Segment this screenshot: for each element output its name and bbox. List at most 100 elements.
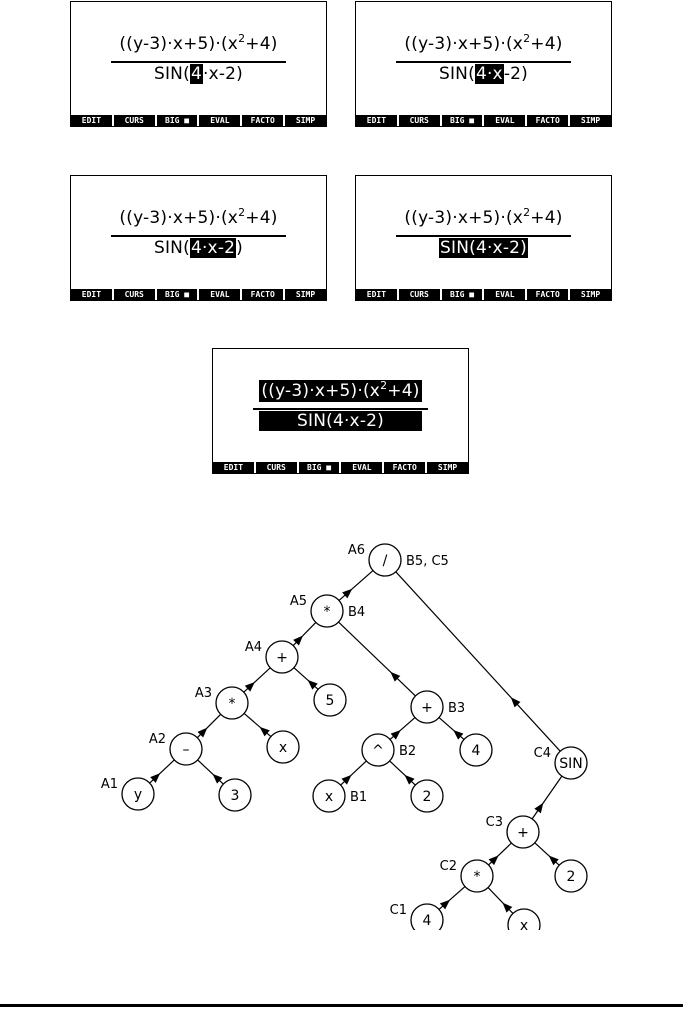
menu-facto[interactable]: FACTO [384,462,426,473]
menu-eval[interactable]: EVAL [484,289,526,300]
node-label: A4 [245,640,262,655]
node-symbol: * [474,869,481,885]
menu-curs[interactable]: CURS [255,462,297,473]
tree-edge [338,570,374,601]
denominator: SIN(4·x-2) [213,411,468,431]
node-symbol: + [517,825,529,841]
menu-curs[interactable]: CURS [398,289,440,300]
soft-menu: EDIT CURS BIG ■ EVAL FACTO SIMP [71,115,326,126]
node-symbol: + [276,650,288,666]
edge-arrow [259,726,270,737]
node-label: A2 [149,732,166,747]
fraction-bar [253,408,428,410]
numerator: ((y-3)·x+5)·(x2+4) [404,32,563,54]
menu-eval[interactable]: EVAL [199,289,241,300]
menu-big[interactable]: BIG ■ [156,289,198,300]
menu-edit[interactable]: EDIT [356,115,397,126]
menu-edit[interactable]: EDIT [356,289,397,300]
selection-highlight: 4·x [474,64,504,84]
node-label: A3 [195,686,212,701]
node-symbol: / [383,553,388,569]
edge-arrow [404,774,415,785]
calc-screen-4: ((y-3)·x+5)·(x2+4) SIN(4·x-2) EDIT CURS … [355,175,612,301]
menu-edit[interactable]: EDIT [213,462,254,473]
selection-highlight: ((y-3)·x+5)·(x2+4) [259,379,422,402]
tree-node-pow: ^B2 [361,733,416,767]
numerator: ((y-3)·x+5)·(x2+4) [119,32,278,54]
node-symbol: SIN [559,756,583,772]
node-label-right: B1 [350,790,367,805]
denominator: SIN(4·x-2) [356,238,611,258]
tree-node-y: yA1 [101,777,155,811]
equation: ((y-3)·x+5)·(x2+4) SIN(4·x-2) [71,206,326,266]
node-label-right: B5, C5 [406,554,449,569]
equation: ((y-3)·x+5)·(x2+4) SIN(4·x-2) [71,32,326,92]
node-label-right: B3 [448,701,465,716]
fraction-bar [396,61,571,63]
tree-node-plus2: +B3 [410,690,465,724]
tree-edge [395,571,561,752]
tree-node-x3: x [507,908,541,930]
menu-eval[interactable]: EVAL [484,115,526,126]
node-label: C3 [486,815,503,830]
menu-facto[interactable]: FACTO [527,115,569,126]
tree-node-x1: x [266,730,300,764]
node-label: A1 [101,777,118,792]
selection-highlight: 4 [189,64,203,84]
menu-edit[interactable]: EDIT [71,115,112,126]
numerator: ((y-3)·x+5)·(x2+4) [213,379,468,402]
menu-facto[interactable]: FACTO [242,289,284,300]
node-label: A5 [290,594,307,609]
edge-arrow [150,773,161,783]
menu-edit[interactable]: EDIT [71,289,112,300]
edge-arrow [212,773,223,784]
edge-arrow [307,679,318,690]
tree-edge [338,621,416,697]
menu-curs[interactable]: CURS [113,115,155,126]
node-symbol: x [325,789,333,805]
node-label: C2 [440,859,457,874]
edge-arrow [548,855,559,866]
soft-menu: EDIT CURS BIG ■ EVAL FACTO SIMP [71,289,326,300]
soft-menu: EDIT CURS BIG ■ EVAL FACTO SIMP [356,115,611,126]
menu-eval[interactable]: EVAL [199,115,241,126]
menu-big[interactable]: BIG ■ [156,115,198,126]
edge-arrow [510,697,521,708]
menu-big[interactable]: BIG ■ [441,289,483,300]
node-label-right: B2 [399,744,416,759]
equation: ((y-3)·x+5)·(x2+4) SIN(4·x-2) [356,206,611,266]
soft-menu: EDIT CURS BIG ■ EVAL FACTO SIMP [213,462,468,473]
menu-facto[interactable]: FACTO [527,289,569,300]
tree-edge [531,775,563,820]
node-symbol: * [229,696,236,712]
menu-eval[interactable]: EVAL [341,462,383,473]
menu-simp[interactable]: SIMP [285,289,326,300]
node-label: A6 [348,543,365,558]
menu-simp[interactable]: SIMP [570,289,611,300]
menu-facto[interactable]: FACTO [242,115,284,126]
node-symbol: 2 [567,869,576,885]
menu-curs[interactable]: CURS [113,289,155,300]
edge-arrow [244,681,255,692]
node-symbol: 5 [326,693,335,709]
edge-arrow [341,774,352,785]
edge-arrow [342,588,353,599]
menu-simp[interactable]: SIMP [570,115,611,126]
edge-arrow [488,855,499,866]
menu-curs[interactable]: CURS [398,115,440,126]
menu-big[interactable]: BIG ■ [298,462,340,473]
denominator: SIN(4·x-2) [438,64,529,84]
menu-big[interactable]: BIG ■ [441,115,483,126]
node-label-right: B4 [348,605,365,620]
equation: ((y-3)·x+5)·(x2+4) SIN(4·x-2) [213,379,468,439]
equation: ((y-3)·x+5)·(x2+4) SIN(4·x-2) [356,32,611,92]
fraction-bar [111,235,286,237]
menu-simp[interactable]: SIMP [285,115,326,126]
edge-arrow [390,671,401,682]
tree-node-mul2: * A3 [195,686,249,720]
node-symbol: 4 [423,913,432,929]
menu-simp[interactable]: SIMP [427,462,468,473]
